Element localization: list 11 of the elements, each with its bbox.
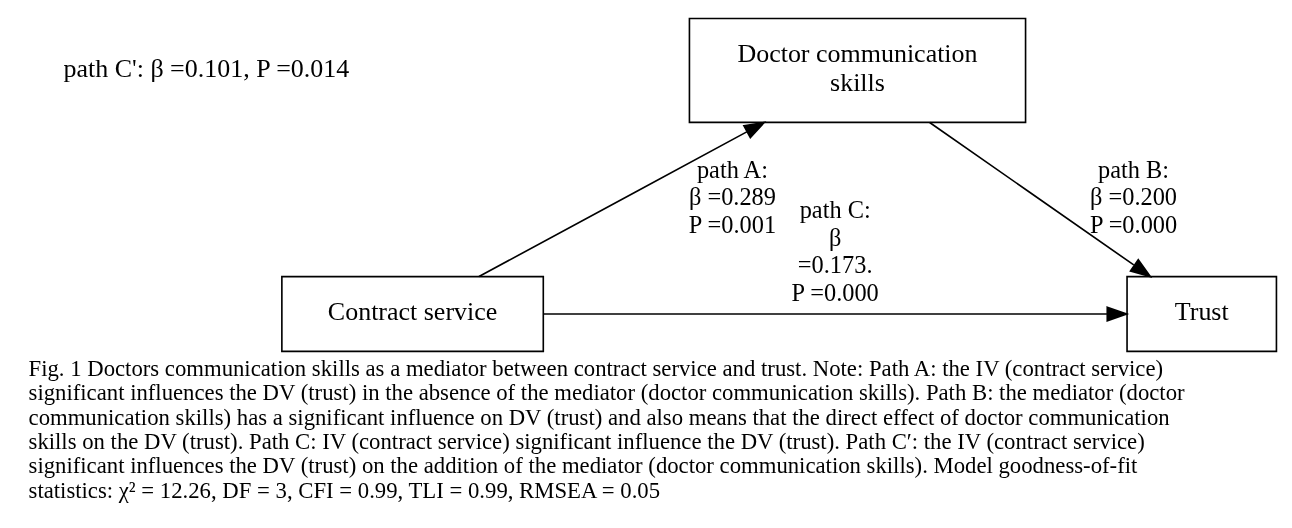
caption: Fig. 1 Doctors communication skills as a mediator between contract service and trust. Note: Path A: the IV (contract service) significant influences the DV (trust) in the absence of the mediator (doctor communication skills). Path B: the mediator (doctor communication skills) has a significant influence on DV (trust) and also means that the direct effect of doctor communication skills on the DV (trust). Path C: IV (contract service) significant influence the DV (trust). Path C′: the IV (contract service) significant influences the DV (trust) on the addition of the mediator (doctor communication skills). Model goodness-of-fit statistics: χ² = 12.26, DF = 3, CFI = 0.99, TLI = 0.99, RMSEA = 0.05 [28, 355, 1185, 503]
label: path C': β =0.101, P =0.014 [63, 53, 350, 83]
node-box: Doctor communication skills [688, 17, 1027, 123]
arrow [928, 121, 1153, 278]
edge-label: path B: β =0.200 P =0.000 [1089, 155, 1178, 238]
arrow [542, 305, 1130, 322]
edge-label: path C: β =0.173. P =0.000 [791, 195, 879, 306]
arrow [478, 120, 767, 277]
node-box: Trust [1126, 275, 1278, 352]
edge-label: path A: β =0.289 P =0.001 [688, 155, 777, 238]
node-box: Contract service [281, 275, 545, 352]
